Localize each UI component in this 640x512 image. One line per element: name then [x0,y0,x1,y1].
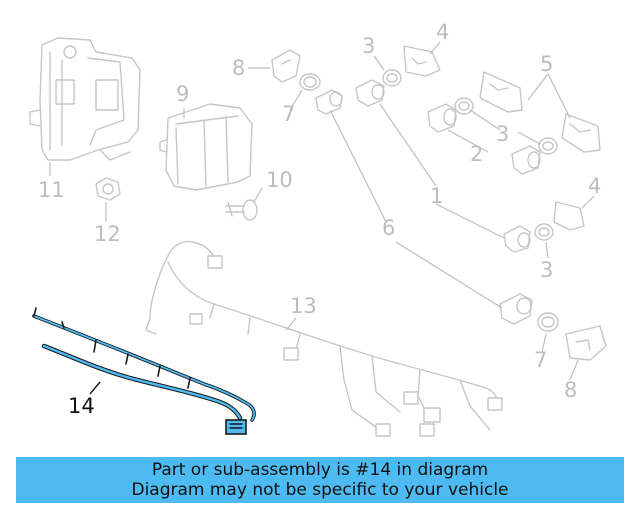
part-12-nut [95,177,121,201]
part-2-sensor-b [511,145,541,175]
callout-6: 6 [382,216,396,240]
callout-4-right: 4 [588,174,602,198]
part-7-top-ring [299,73,321,91]
part-8-bottom-bracket [565,325,607,361]
callout-3-bottom: 3 [540,258,554,282]
part-1-sensor-right [503,225,531,253]
part-1-sensor-top [355,79,385,107]
callout-7-top: 7 [282,102,296,126]
callout-7-bottom: 7 [534,348,548,372]
callout-10: 10 [266,168,293,192]
part-14-harness-highlighted [32,307,256,435]
part-3-ring-mid-a [454,97,474,115]
part-6-sensor-bottom [499,293,533,325]
part-11-bracket [29,37,141,161]
part-13-wiring-harness [145,240,503,437]
part-3-ring-bottom [534,223,554,241]
callout-2: 2 [470,142,484,166]
callout-12: 12 [94,222,121,246]
callout-14: 14 [68,394,95,418]
part-4-right-bracket [553,201,585,231]
leader-lines [49,41,595,395]
part-2-sensor-a [427,103,457,133]
part-3-ring-mid-b [538,137,558,155]
part-9-module [159,103,253,191]
part-8-top-bracket [271,49,301,83]
part-10-bolt [225,199,258,221]
callout-9: 9 [176,82,190,106]
banner-line-1: Part or sub-assembly is #14 in diagram [151,460,489,480]
part-3-top-ring [382,69,402,87]
part-4-top-bracket [403,45,441,77]
callout-3-mid: 3 [496,122,510,146]
info-banner: Part or sub-assembly is #14 in diagram D… [16,457,624,503]
callout-4-top: 4 [436,20,450,44]
callout-3-top: 3 [362,34,376,58]
callout-13: 13 [290,294,317,318]
diagram-drawing [29,37,607,437]
callout-11: 11 [38,178,65,202]
part-6-sensor-top [315,89,343,115]
callout-5: 5 [540,52,554,76]
callout-8-top: 8 [232,56,246,80]
banner-line-2: Diagram may not be specific to your vehi… [131,480,509,500]
parts-diagram: 11 12 9 8 7 10 3 4 5 3 2 1 4 6 3 13 7 8 … [29,20,607,437]
callout-8-bottom: 8 [564,378,578,402]
part-5-bracket [479,71,601,153]
part-7-ring-bottom [537,312,559,332]
callout-1: 1 [430,184,444,208]
